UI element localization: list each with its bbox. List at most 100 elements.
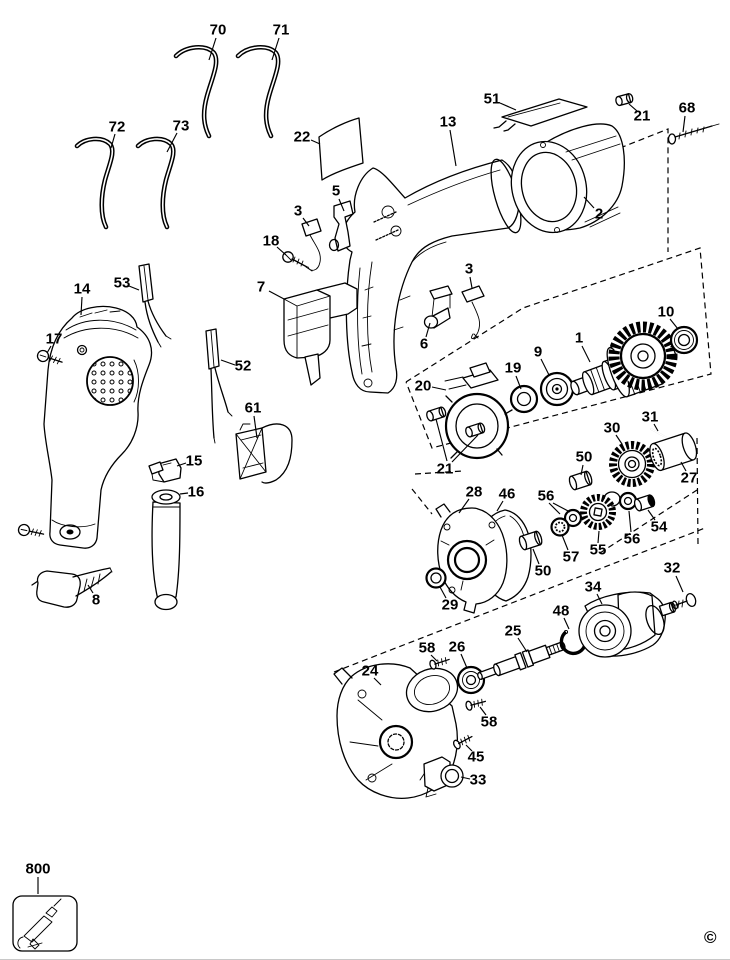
part-label-25: 25 (504, 622, 522, 640)
leader-line-1 (581, 345, 591, 363)
part-52-lead-wire-drawing (205, 328, 233, 444)
part-10-bearing-drawing (669, 325, 699, 355)
leader-line-50 (532, 548, 540, 565)
part-6-brush-holder-drawing (423, 285, 453, 329)
leader-line-33 (460, 776, 471, 780)
part-label-8: 8 (91, 591, 101, 609)
part-label-28: 28 (465, 483, 483, 501)
leader-line-54 (647, 509, 656, 521)
part-56-washer-left-drawing (563, 508, 583, 528)
part-1-armature-drawing (570, 321, 678, 398)
leader-line-51 (499, 102, 517, 111)
leader-line-17 (46, 345, 52, 354)
part-label-31: 31 (641, 408, 659, 426)
leader-line-21 (435, 418, 448, 462)
part-label-13: 13 (439, 113, 457, 131)
leader-line-26 (460, 653, 468, 669)
assembly-group-dashed-boxes (333, 128, 712, 673)
part-label-46: 46 (498, 485, 516, 503)
part-label-18: 18 (262, 232, 280, 250)
leader-line-56 (552, 502, 571, 513)
part-50-roller-lower-drawing (518, 530, 543, 551)
part-label-54: 54 (650, 518, 668, 536)
part-53-lead-wire-drawing (138, 263, 172, 348)
leader-line-15 (176, 462, 187, 467)
part-57-clutch-washer-drawing (550, 517, 570, 537)
leader-line-57 (561, 534, 569, 551)
leader-line-9 (540, 358, 550, 376)
part-34-chuck-drawing (578, 591, 676, 658)
leader-line-3 (302, 217, 310, 227)
part-label-58: 58 (418, 639, 436, 657)
leader-line-13 (449, 129, 457, 167)
part-label-58: 58 (480, 713, 498, 731)
part-label-57: 57 (562, 548, 580, 566)
part-33-bearing-retainer-drawing (423, 756, 464, 798)
leader-line-55 (597, 530, 600, 544)
part-label-20: 20 (414, 377, 432, 395)
part-16-cord-protector-drawing (151, 489, 181, 611)
leader-line-22 (310, 139, 321, 145)
part-13-housing-drawing (341, 158, 522, 394)
leader-line-21 (628, 103, 638, 112)
copyright-symbol: © (704, 928, 717, 947)
part-label-1: 1 (574, 329, 584, 347)
leader-lines (37, 37, 687, 894)
leader-line-48 (563, 617, 570, 630)
part-label-68: 68 (678, 99, 696, 117)
part-label-70: 70 (209, 21, 227, 39)
part-56-washer-right-drawing (618, 491, 638, 511)
part-label-15: 15 (185, 452, 203, 470)
leader-line-6 (425, 322, 431, 338)
part-label-34: 34 (584, 578, 602, 596)
part-label-51: 51 (483, 90, 501, 108)
part-51-plate-drawing (493, 98, 588, 132)
part-label-52: 52 (234, 357, 252, 375)
part-label-21: 21 (436, 460, 454, 478)
leader-line-73 (166, 132, 178, 153)
part-14-handle-drawing (43, 305, 153, 549)
leader-line-25 (517, 637, 528, 653)
part-9-disc-drawing (539, 371, 575, 407)
part-68-screw-drawing (667, 123, 720, 145)
leader-line-71 (271, 37, 280, 61)
leader-line-72 (110, 133, 116, 149)
leader-line-34 (596, 593, 603, 605)
leader-line-46 (496, 500, 504, 512)
part-label-24: 24 (361, 662, 379, 680)
part-label-19: 19 (504, 359, 522, 377)
leader-line-58 (430, 654, 438, 662)
part-30-gear-drawing (609, 441, 655, 487)
inset-800-box (12, 895, 78, 952)
leader-line-50 (580, 464, 584, 476)
part-label-3: 3 (464, 260, 474, 278)
part-label-3: 3 (293, 202, 303, 220)
part-3-capacitor-drawing (301, 218, 322, 272)
leader-line-27 (680, 461, 687, 472)
part-19-washer-drawing (509, 384, 539, 414)
part-7-switch-drawing (283, 282, 358, 386)
part-label-27: 27 (680, 469, 698, 487)
leader-line-20 (431, 386, 447, 391)
leader-line-14 (80, 296, 83, 316)
part-54-pin-drawing (633, 494, 656, 512)
leader-line-2 (583, 196, 595, 209)
leader-line-28 (458, 498, 470, 514)
part-label-32: 32 (663, 559, 681, 577)
part-70-wire-drawing (173, 45, 219, 139)
part-2-field-drawing (510, 123, 625, 234)
part-label-45: 45 (467, 748, 485, 766)
part-label-22: 22 (293, 128, 311, 146)
leader-line-61 (253, 415, 258, 439)
part-label-17: 17 (45, 330, 63, 348)
leader-line-53 (128, 285, 140, 291)
part-label-9: 9 (533, 343, 543, 361)
part-label-16: 16 (187, 483, 205, 501)
leader-line-19 (515, 375, 522, 390)
part-58-screw-upper-drawing (429, 657, 450, 670)
leader-line-24 (373, 677, 382, 686)
leader-line-56 (628, 510, 632, 533)
part-label-21: 21 (633, 107, 651, 125)
